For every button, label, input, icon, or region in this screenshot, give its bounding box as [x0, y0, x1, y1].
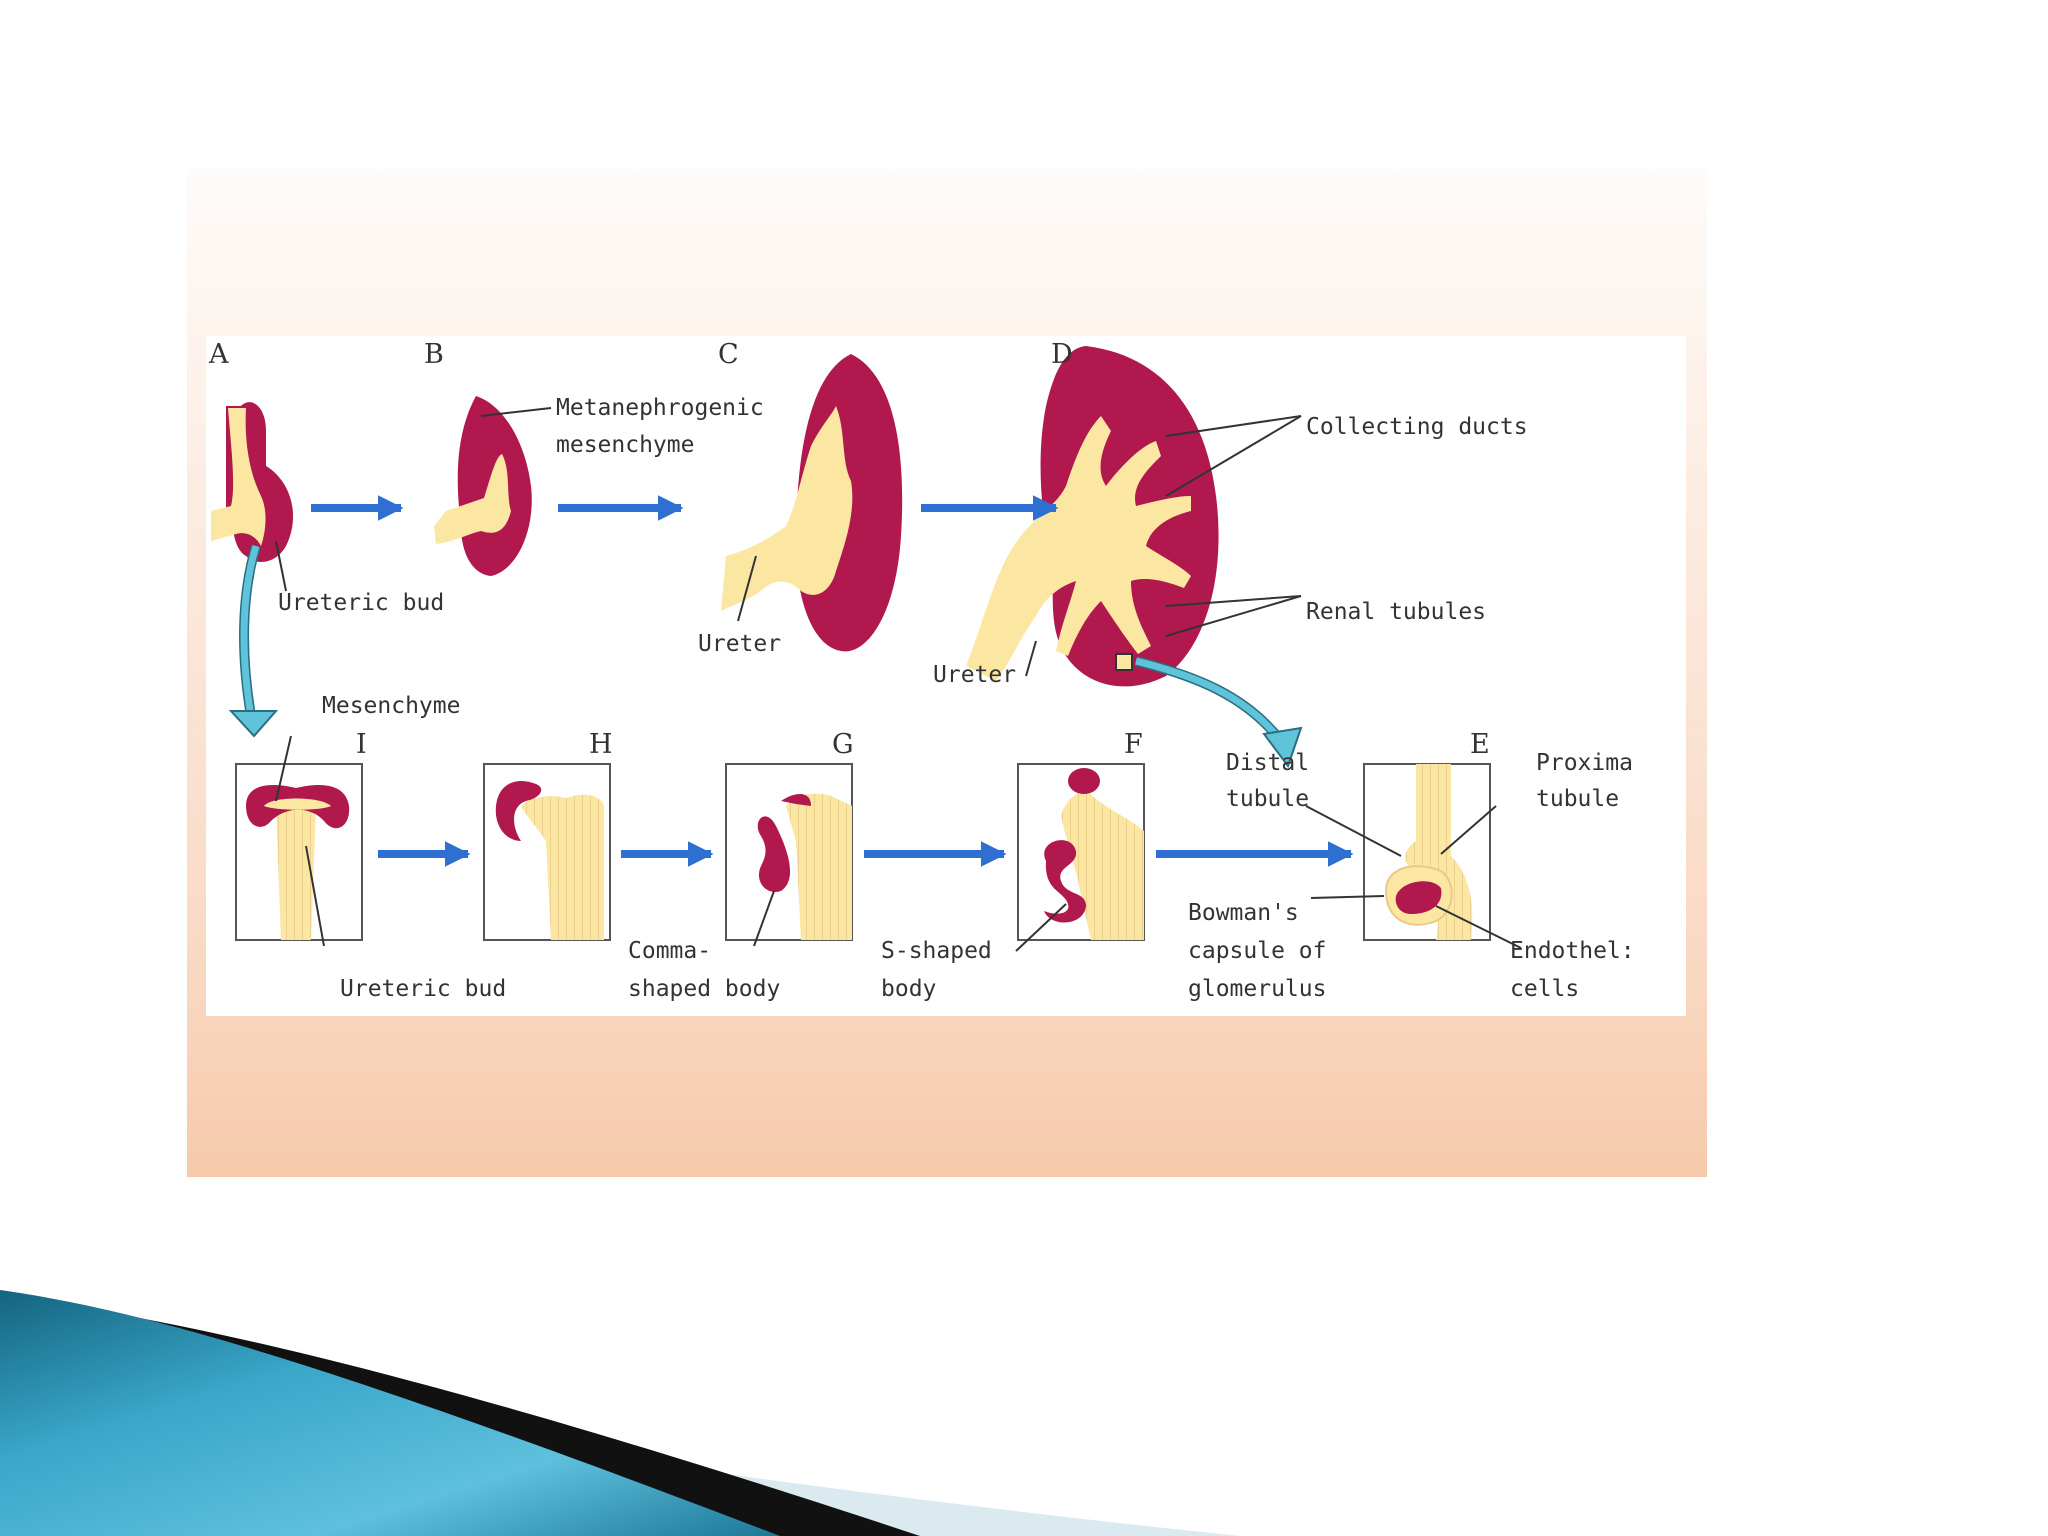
stage-e-box — [1364, 764, 1490, 940]
label-collecting-ducts: Collecting ducts — [1306, 414, 1528, 440]
stage-letter-f: F — [1124, 729, 1143, 760]
label-metanephrogenic-line2: mesenchyme — [556, 432, 694, 458]
label-distal-tubule-line1: Distal — [1226, 750, 1309, 776]
label-s-shaped-line1: S-shaped — [881, 938, 992, 964]
label-renal-tubules: Renal tubules — [1306, 599, 1486, 625]
label-metanephrogenic-line1: Metanephrogenic — [556, 395, 764, 421]
stage-letter-g: G — [832, 729, 854, 760]
label-ureteric-bud-top: Ureteric bud — [278, 590, 444, 616]
label-endothelial-line1: Endothel: — [1510, 938, 1635, 964]
label-bowmans-line1: Bowman's — [1188, 900, 1299, 926]
stage-a-drawing — [211, 402, 293, 562]
stage-letter-a: A — [208, 339, 229, 370]
decorative-ribbon — [0, 1240, 2048, 1536]
stage-letter-e: E — [1470, 729, 1490, 760]
label-ureter-c: Ureter — [698, 631, 781, 657]
stage-h-box — [484, 764, 610, 940]
label-bowmans-line2: capsule of — [1188, 938, 1326, 964]
stage-d-drawing — [966, 346, 1219, 686]
label-endothelial-line2: cells — [1510, 976, 1579, 1002]
label-proximal-tubule-line2: tubule — [1536, 786, 1619, 812]
kidney-development-figure: A B C D I H G F E Metanephrogenic mesenc… — [206, 336, 1686, 1016]
stage-letter-d: D — [1051, 339, 1073, 370]
stage-f-box — [1018, 764, 1144, 940]
stage-letter-h: H — [589, 729, 613, 760]
label-comma-shaped-line1: Comma- — [628, 938, 711, 964]
stage-letter-b: B — [424, 339, 444, 370]
stage-letter-c: C — [718, 339, 739, 370]
label-proximal-tubule-line1: Proxima — [1536, 750, 1633, 776]
label-comma-shaped-line2: shaped body — [628, 976, 780, 1002]
label-ureteric-bud-bottom: Ureteric bud — [340, 976, 506, 1002]
label-s-shaped-line2: body — [881, 976, 936, 1002]
label-mesenchyme: Mesenchyme — [322, 693, 460, 719]
label-ureter-d: Ureter — [933, 662, 1016, 688]
stage-g-box — [726, 764, 852, 940]
stage-b-drawing — [434, 396, 532, 576]
label-bowmans-line3: glomerulus — [1188, 976, 1326, 1002]
stage-i-box — [236, 764, 362, 940]
stage-letter-i: I — [356, 729, 367, 760]
label-distal-tubule-line2: tubule — [1226, 786, 1309, 812]
